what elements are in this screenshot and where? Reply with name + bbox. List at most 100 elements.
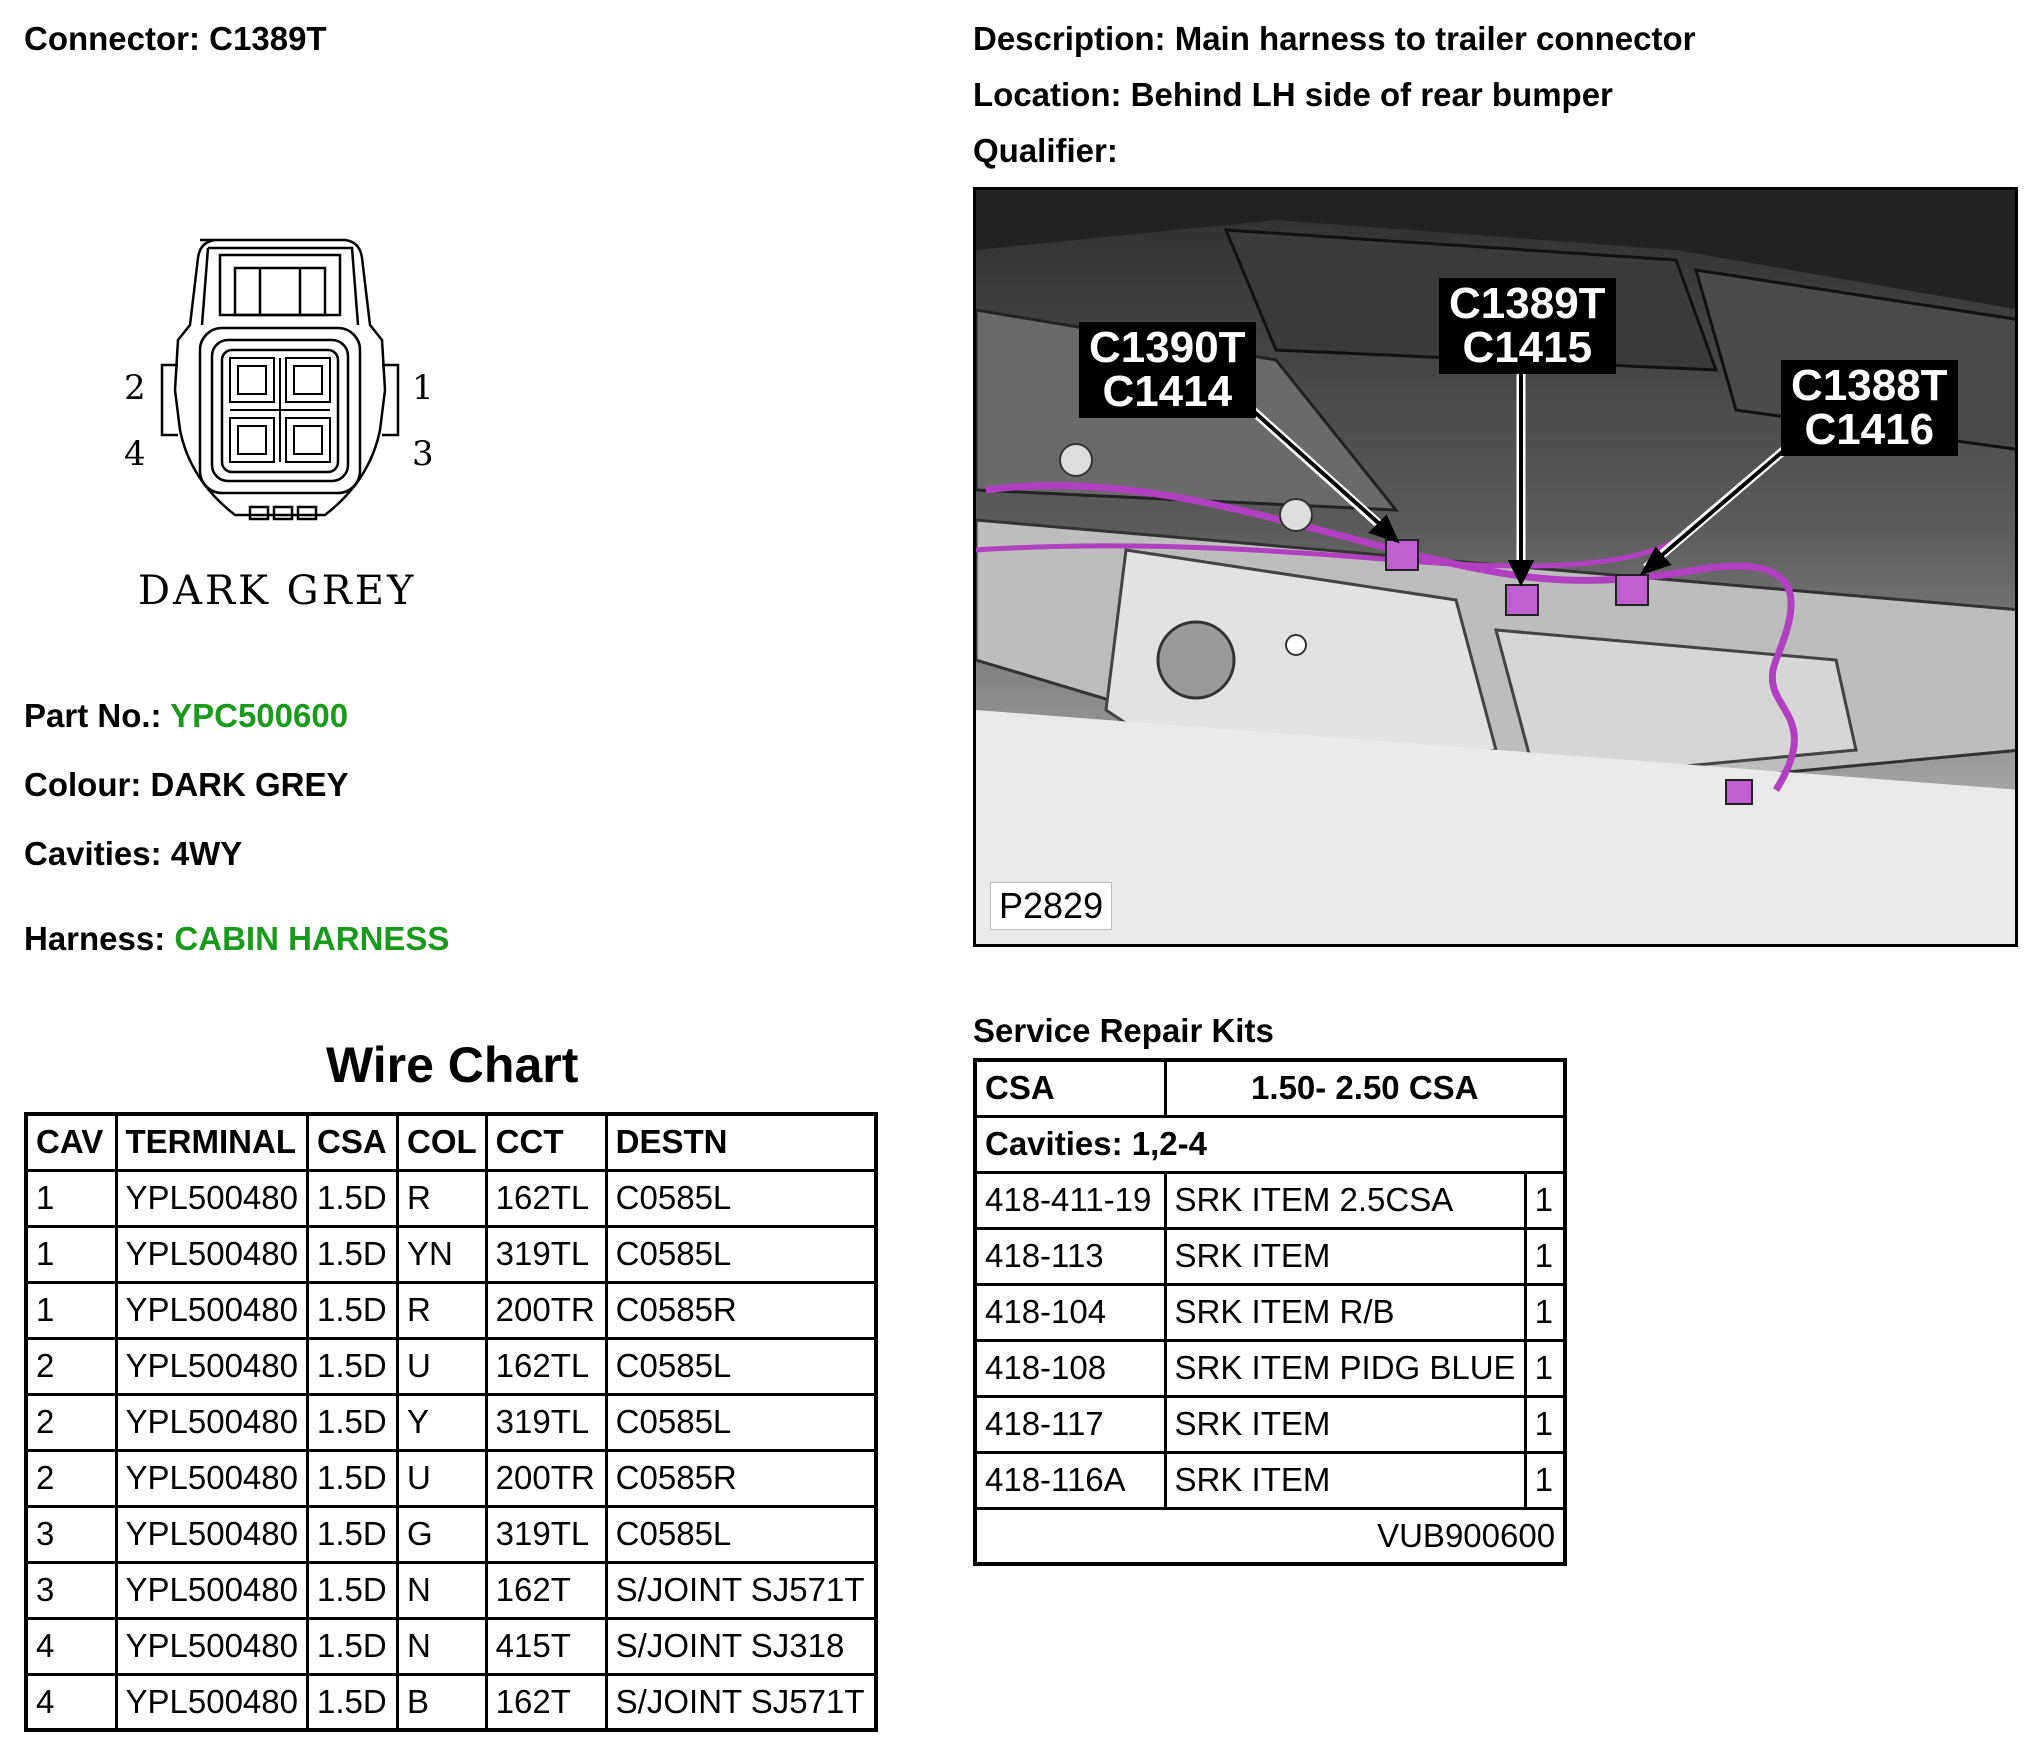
cell-csa: 1.5D (306, 1224, 399, 1284)
srk-cell-description: SRK ITEM (1163, 1394, 1527, 1454)
cell-csa: 1.5D (306, 1504, 399, 1564)
cavities-value: 4WY (170, 835, 243, 872)
srk-csa-value: 1.50- 2.50 CSA (1163, 1058, 1567, 1118)
cell-cav: 3 (24, 1504, 118, 1564)
cell-destn: C0585L (604, 1392, 878, 1452)
cell-cav: 2 (24, 1448, 118, 1508)
cell-destn: S/JOINT SJ571T (604, 1672, 878, 1732)
col-cav: CAV (24, 1112, 118, 1172)
cell-terminal: YPL500480 (114, 1336, 309, 1396)
location-value: Behind LH side of rear bumper (1130, 76, 1613, 113)
cell-cct: 162T (484, 1560, 608, 1620)
srk-cell-description: SRK ITEM (1163, 1450, 1527, 1510)
cell-col: N (396, 1560, 488, 1620)
cell-cct: 162T (484, 1672, 608, 1732)
cell-cav: 1 (24, 1168, 118, 1228)
cell-cct: 200TR (484, 1448, 608, 1508)
description-value: Main harness to trailer connector (1174, 20, 1696, 57)
cell-destn: C0585R (604, 1280, 878, 1340)
colour-line: Colour: DARK GREY (24, 766, 349, 804)
cell-destn: C0585R (604, 1448, 878, 1508)
location-label: Location: (973, 76, 1122, 113)
srk-cell-qty: 1 (1523, 1170, 1567, 1230)
cell-col: B (396, 1672, 488, 1732)
srk-cell-part: 418-108 (973, 1338, 1167, 1398)
srk-cavities: Cavities: 1,2-4 (973, 1114, 1567, 1174)
connector-heading: Connector: C1389T (24, 20, 327, 58)
callout-c1389t: C1389T C1415 (1439, 278, 1616, 374)
srk-footer-row: VUB900600 (973, 1506, 1567, 1566)
connector-id: C1389T (209, 20, 327, 57)
callout-c1390t: C1390T C1414 (1079, 322, 1256, 418)
srk-cell-description: SRK ITEM R/B (1163, 1282, 1527, 1342)
cell-terminal: YPL500480 (114, 1504, 309, 1564)
vehicle-underbody-illustration (976, 190, 2015, 944)
srk-cell-description: SRK ITEM (1163, 1226, 1527, 1286)
cell-cav: 2 (24, 1336, 118, 1396)
cell-cav: 3 (24, 1560, 118, 1620)
wire-chart-header-row: CAV TERMINAL CSA COL CCT DESTN (24, 1112, 878, 1172)
location-line: Location: Behind LH side of rear bumper (973, 76, 1613, 114)
connector-colour-caption: DARK GREY (138, 568, 417, 614)
cavities-label: Cavities: (24, 835, 162, 872)
part-no-link[interactable]: YPC500600 (170, 697, 349, 734)
cell-cct: 319TL (484, 1392, 608, 1452)
pin-label-3: 3 (412, 434, 434, 474)
cell-col: R (396, 1280, 488, 1340)
srk-cell-description: SRK ITEM PIDG BLUE (1163, 1338, 1527, 1398)
wire-chart-title: Wire Chart (326, 1037, 579, 1093)
col-terminal: TERMINAL (114, 1112, 309, 1172)
description-label: Description: (973, 20, 1166, 57)
col-cct: CCT (484, 1112, 608, 1172)
qualifier-line: Qualifier: (973, 132, 1118, 170)
srk-csa-row: CSA 1.50- 2.50 CSA (973, 1058, 1567, 1118)
col-col: COL (396, 1112, 488, 1172)
cell-csa: 1.5D (306, 1560, 399, 1620)
part-no-label: Part No.: (24, 697, 162, 734)
pin-label-4: 4 (124, 434, 146, 474)
location-photo: C1390T C1414 C1389T C1415 C1388T C1416 P… (973, 187, 2018, 947)
cell-cav: 1 (24, 1280, 118, 1340)
cell-destn: S/JOINT SJ318 (604, 1616, 878, 1676)
cell-csa: 1.5D (306, 1672, 399, 1732)
harness-link[interactable]: CABIN HARNESS (174, 920, 450, 957)
srk-cell-description: SRK ITEM 2.5CSA (1163, 1170, 1527, 1230)
cell-col: R (396, 1168, 488, 1228)
connector-outline-icon (160, 238, 400, 521)
cell-csa: 1.5D (306, 1336, 399, 1396)
harness-label: Harness: (24, 920, 166, 957)
cell-destn: C0585L (604, 1504, 878, 1564)
cell-terminal: YPL500480 (114, 1392, 309, 1452)
cell-destn: C0585L (604, 1224, 878, 1284)
cell-cct: 319TL (484, 1224, 608, 1284)
cell-col: U (396, 1448, 488, 1508)
srk-body: CSA 1.50- 2.50 CSA Cavities: 1,2-4 418-4… (973, 1058, 1567, 1566)
cell-csa: 1.5D (306, 1392, 399, 1452)
harness-line: Harness: CABIN HARNESS (24, 920, 449, 958)
cell-cct: 162TL (484, 1336, 608, 1396)
srk-cell-qty: 1 (1523, 1282, 1567, 1342)
srk-cell-part: 418-117 (973, 1394, 1167, 1454)
col-destn: DESTN (604, 1112, 878, 1172)
pin-label-2: 2 (124, 368, 146, 408)
srk-cell-qty: 1 (1523, 1394, 1567, 1454)
cell-terminal: YPL500480 (114, 1672, 309, 1732)
srk-footer: VUB900600 (973, 1506, 1567, 1566)
cell-terminal: YPL500480 (114, 1280, 309, 1340)
cell-cct: 415T (484, 1616, 608, 1676)
pin-label-1: 1 (412, 368, 434, 408)
srk-cell-part: 418-113 (973, 1226, 1167, 1286)
cell-cct: 162TL (484, 1168, 608, 1228)
cell-cct: 319TL (484, 1504, 608, 1564)
cell-col: G (396, 1504, 488, 1564)
connector-label: Connector: (24, 20, 200, 57)
